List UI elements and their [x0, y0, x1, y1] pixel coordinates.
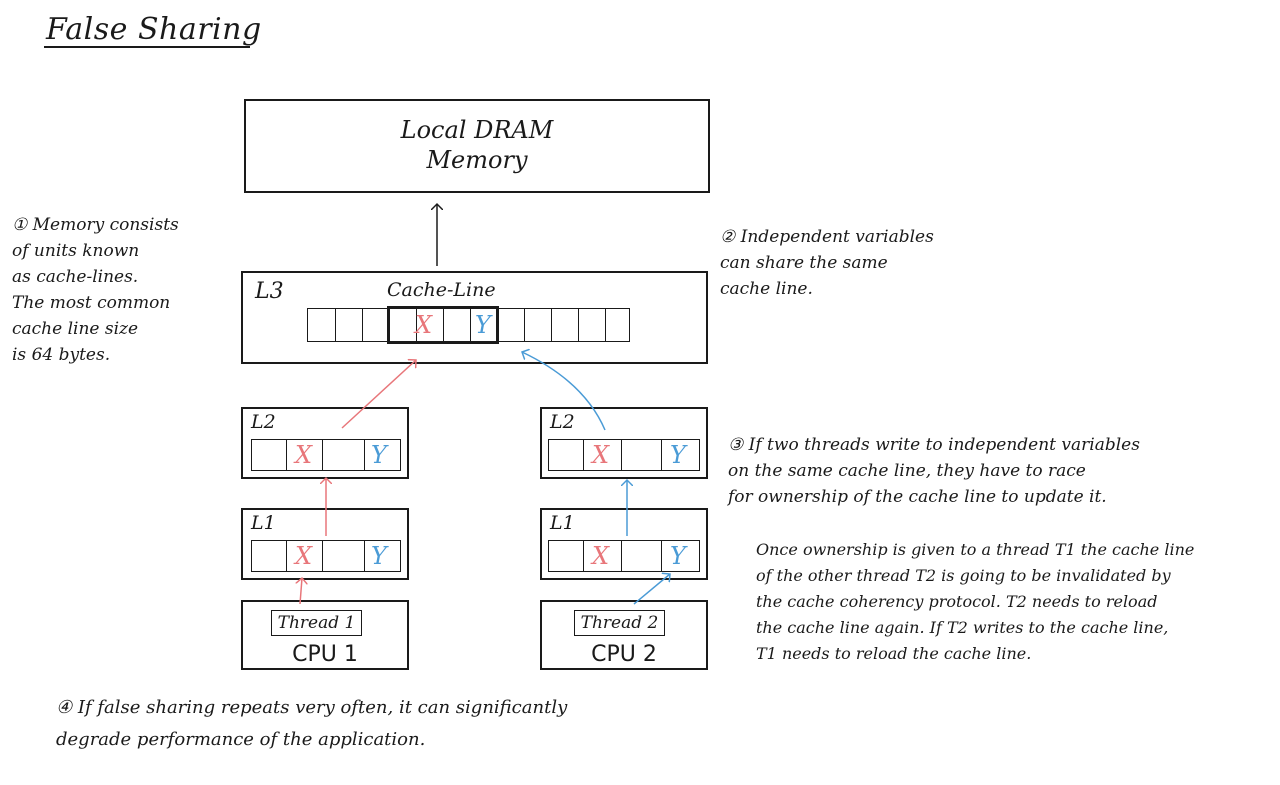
- l3-variable-y: Y: [475, 311, 491, 339]
- cpu1-l1-box: L1 X Y: [241, 508, 409, 580]
- cpu2-box: Thread 2 CPU 2: [540, 600, 708, 670]
- cpu1-l2-cache-line: [251, 439, 401, 471]
- cache-cell: [578, 309, 579, 341]
- cache-cell: [605, 309, 606, 341]
- arrow-thread1-to-l1: [300, 578, 302, 605]
- note-2-shared-cache-line: ② Independent variables can share the sa…: [720, 227, 934, 299]
- cpu1-l1-label: L1: [251, 512, 276, 534]
- cache-cell: [364, 440, 365, 470]
- cache-cell: [364, 541, 365, 571]
- cache-cell: [470, 309, 471, 341]
- cache-cell: [362, 309, 363, 341]
- cpu1-l1-variable-y: Y: [371, 542, 387, 570]
- cpu2-l2-box: L2 X Y: [540, 407, 708, 479]
- cache-cell: [583, 541, 584, 571]
- cpu1-box: Thread 1 CPU 1: [241, 600, 409, 670]
- l3-variable-x: X: [415, 311, 433, 339]
- cpu2-l1-cache-line: [548, 540, 700, 572]
- note-3-ownership-race: ③ If two threads write to independent va…: [728, 435, 1140, 507]
- cpu2-l1-box: L1 X Y: [540, 508, 708, 580]
- l3-box: L3 Cache-Line X Y: [241, 271, 708, 364]
- arrow-cpu1-l2-to-l3: [341, 360, 416, 429]
- cache-cell: [416, 309, 417, 341]
- cpu1-l1-variable-x: X: [295, 542, 313, 570]
- cpu2-l2-label: L2: [550, 411, 575, 433]
- cpu1-l2-label: L2: [251, 411, 276, 433]
- l3-label: L3: [255, 279, 284, 304]
- note-3b-invalidation: Once ownership is given to a thread T1 t…: [756, 540, 1195, 663]
- thread2-box: Thread 2: [574, 610, 665, 636]
- cache-cell: [551, 309, 552, 341]
- arrow-thread2-to-l1: [633, 574, 670, 605]
- title-underline: [44, 46, 250, 48]
- cpu2-l1-label: L1: [550, 512, 575, 534]
- cpu1-l2-variable-x: X: [295, 441, 313, 469]
- cache-cell: [335, 309, 336, 341]
- cache-cell: [524, 309, 525, 341]
- cpu2-label: CPU 2: [591, 642, 657, 667]
- cache-cell: [322, 541, 323, 571]
- cpu1-label: CPU 1: [292, 642, 358, 667]
- diagram-title: False Sharing: [46, 12, 262, 47]
- dram-box: Local DRAM Memory: [244, 99, 710, 193]
- cache-cell: [322, 440, 323, 470]
- arrow-cpu2-l2-to-l3: [522, 352, 606, 431]
- cache-cell: [286, 541, 287, 571]
- note-1-memory-cache-lines: ① Memory consists of units known as cach…: [12, 215, 179, 365]
- cpu1-l2-variable-y: Y: [371, 441, 387, 469]
- cpu2-l2-cache-line: [548, 439, 700, 471]
- cpu2-l1-variable-x: X: [592, 542, 610, 570]
- shared-cache-line-highlight: [387, 306, 499, 344]
- cpu1-l1-cache-line: [251, 540, 401, 572]
- cache-cell: [621, 541, 622, 571]
- dram-label-line1: Local DRAM: [400, 116, 554, 144]
- cache-cell: [443, 309, 444, 341]
- note-4-performance: ④ If false sharing repeats very often, i…: [56, 697, 568, 750]
- cache-cell: [661, 440, 662, 470]
- thread1-box: Thread 1: [271, 610, 362, 636]
- dram-label-line2: Memory: [426, 146, 528, 174]
- cpu2-l2-variable-y: Y: [670, 441, 686, 469]
- cache-cell: [621, 440, 622, 470]
- cpu2-l1-variable-y: Y: [670, 542, 686, 570]
- cache-line-label: Cache-Line: [387, 279, 496, 301]
- cpu2-l2-variable-x: X: [592, 441, 610, 469]
- cache-cell: [286, 440, 287, 470]
- cache-cell: [661, 541, 662, 571]
- cache-cell: [583, 440, 584, 470]
